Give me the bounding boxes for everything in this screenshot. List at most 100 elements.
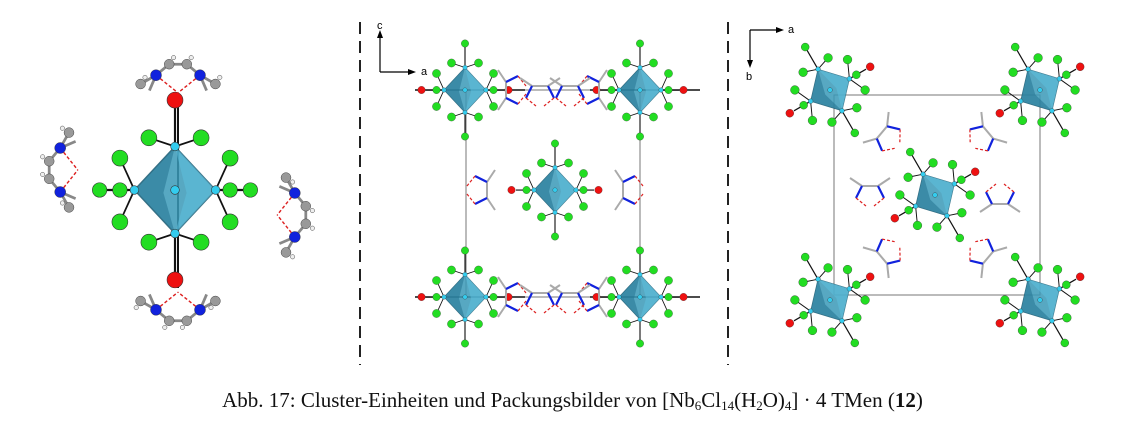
hydrogen-bond xyxy=(985,183,997,193)
cl-atom xyxy=(895,190,905,200)
cl-atom xyxy=(1070,85,1080,95)
cl-atom xyxy=(551,139,559,148)
o-atom-water xyxy=(971,167,980,176)
cl-atom xyxy=(579,202,588,211)
tmen-molecule xyxy=(133,291,221,330)
h-atom xyxy=(162,324,168,330)
bond xyxy=(804,46,819,70)
nb-atom xyxy=(1025,66,1031,72)
bond xyxy=(474,197,488,205)
nb-atom xyxy=(846,286,852,292)
c-atom xyxy=(181,59,192,70)
bond xyxy=(519,284,533,294)
cl-atom xyxy=(522,202,531,211)
cl-atom xyxy=(461,132,469,141)
caption-text: Abb. 17: Cluster-Einheiten und Packungsb… xyxy=(222,388,695,412)
c-atom xyxy=(210,78,221,90)
bond xyxy=(577,292,585,306)
cl-atom xyxy=(636,246,644,255)
cl-atom xyxy=(92,182,108,198)
bond xyxy=(555,292,563,306)
cl-atom xyxy=(664,293,673,301)
bond xyxy=(886,125,901,131)
nb6cl14-cluster xyxy=(507,139,603,241)
bond xyxy=(577,85,585,99)
cl-atom xyxy=(432,69,441,78)
c-atom xyxy=(210,295,221,307)
cl-atom xyxy=(447,112,456,122)
cl-atom xyxy=(607,309,616,318)
tmen-molecule xyxy=(849,177,891,207)
cl-atom xyxy=(1062,70,1071,79)
nb-atom xyxy=(1018,308,1024,314)
cl-atom xyxy=(801,252,810,262)
bond xyxy=(1051,110,1066,134)
octahedron-face xyxy=(444,274,465,320)
axis-label-a: a xyxy=(421,66,428,78)
bond xyxy=(862,246,878,253)
nb6cl14-cluster xyxy=(890,147,980,243)
cl-atom xyxy=(579,186,588,194)
cl-atom xyxy=(461,246,469,255)
cl-atom xyxy=(860,85,870,95)
c-atom xyxy=(300,201,311,212)
hydrogen-bond xyxy=(155,291,179,311)
cl-atom xyxy=(790,295,800,305)
nb-atom xyxy=(913,203,919,209)
nb-atom xyxy=(441,87,447,93)
nb-atom xyxy=(637,317,643,322)
subscript: 4 xyxy=(784,398,792,413)
nb-atom xyxy=(1018,98,1024,104)
nb-atom xyxy=(1056,76,1062,82)
cl-atom xyxy=(221,213,239,231)
octahedron-face xyxy=(444,67,465,113)
nb-atom xyxy=(462,87,468,93)
nb-atom xyxy=(1025,276,1031,282)
cl-atom xyxy=(447,319,456,329)
bond xyxy=(474,175,488,183)
cl-atom xyxy=(579,169,588,178)
axis-label-c: c xyxy=(377,20,383,32)
nb-atom xyxy=(1037,87,1043,93)
nb-atom xyxy=(808,308,814,314)
hydrogen-bond xyxy=(177,74,201,94)
nb-atom xyxy=(951,181,957,187)
nb-atom xyxy=(920,171,926,177)
h-atom xyxy=(290,179,296,185)
bond xyxy=(849,177,863,187)
o-atom-water xyxy=(507,186,516,194)
n-atom xyxy=(289,231,301,243)
nb-atom xyxy=(1049,318,1055,324)
bond xyxy=(1014,256,1029,280)
nb-atom xyxy=(808,98,814,104)
bond xyxy=(547,77,561,87)
cl-atom xyxy=(1037,327,1047,337)
nb-atom xyxy=(827,297,833,303)
cl-atom xyxy=(607,276,616,285)
cl-atom xyxy=(537,212,546,222)
nb-atom xyxy=(210,185,221,195)
cl-atom xyxy=(607,69,616,78)
cl-atom xyxy=(906,147,915,157)
cl-atom xyxy=(432,293,441,301)
bond xyxy=(497,276,507,290)
h-atom xyxy=(309,208,315,214)
bond xyxy=(505,75,519,83)
hydrogen-bond xyxy=(555,97,567,107)
h-atom xyxy=(40,154,46,160)
tmen-molecule xyxy=(135,55,223,94)
nb-atom xyxy=(552,210,558,215)
cl-atom xyxy=(1000,295,1010,305)
cl-atom xyxy=(1000,85,1010,95)
octahedron-face xyxy=(817,69,850,111)
hydrogen-bond xyxy=(59,169,79,193)
nb-atom xyxy=(658,87,664,93)
hydrogen-bond xyxy=(543,304,555,314)
hydrogen-bond xyxy=(59,147,79,171)
bond xyxy=(875,138,884,152)
bond xyxy=(486,197,496,211)
cl-atom xyxy=(432,276,441,285)
bond xyxy=(598,97,608,111)
nb-atom xyxy=(483,294,489,300)
tmen-molecule xyxy=(497,69,527,111)
